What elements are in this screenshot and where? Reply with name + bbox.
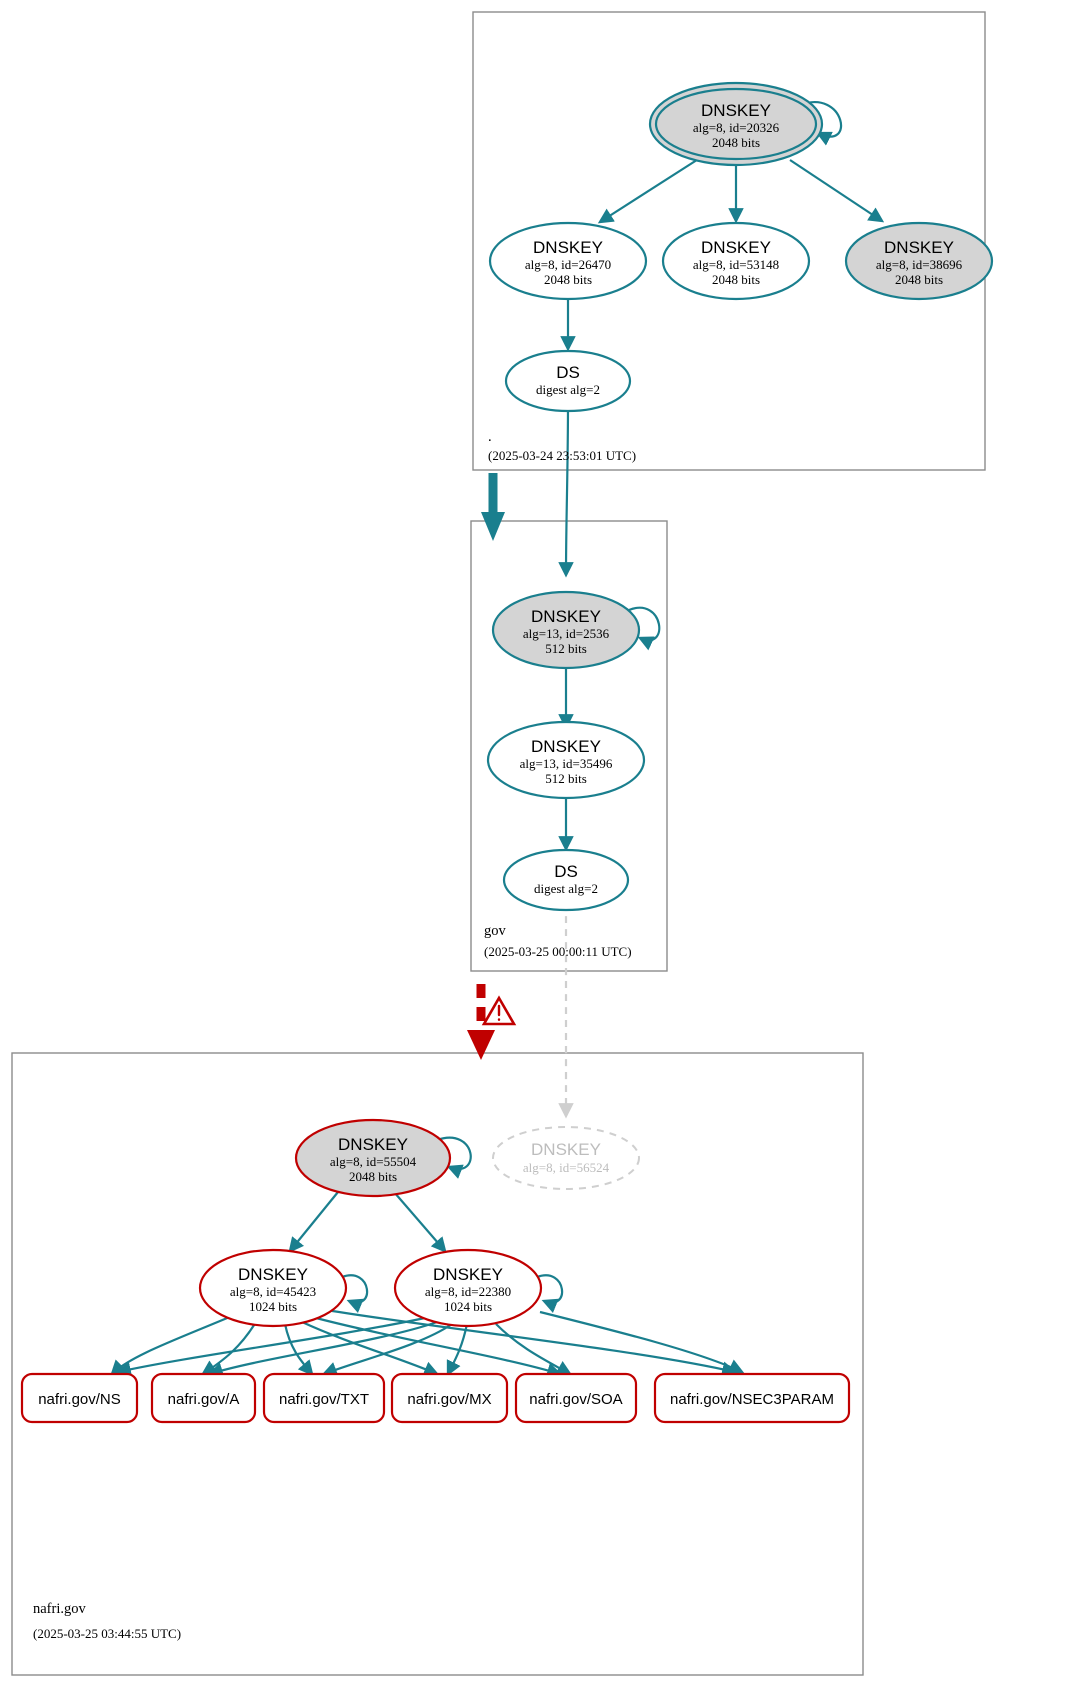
rrset-label: nafri.gov/SOA: [529, 1391, 622, 1408]
node-root-zsk-53148[interactable]: DNSKEY alg=8, id=53148 2048 bits: [661, 221, 811, 301]
node-gov-ksk-2536[interactable]: DNSKEY alg=13, id=2536 512 bits: [491, 590, 641, 670]
rrset-nafri-gov-ns[interactable]: nafri.gov/NS: [20, 1372, 139, 1424]
nafri-edges: [110, 1136, 745, 1378]
zone-timestamp-nafri: (2025-03-25 03:44:55 UTC): [33, 1626, 181, 1641]
zone-label-gov: gov: [484, 923, 507, 939]
rrset-label: nafri.gov/NS: [38, 1391, 121, 1408]
node-type-label: DS: [554, 862, 578, 881]
node-root-ds[interactable]: DS digest alg=2: [504, 349, 632, 413]
zone-box-nafri: [11, 1052, 864, 1676]
zone-label-nafri: nafri.gov: [33, 1601, 86, 1617]
node-alg-id-label: alg=8, id=45423: [230, 1284, 316, 1299]
node-digest-label: digest alg=2: [534, 881, 598, 896]
node-root-zsk-26470[interactable]: DNSKEY alg=8, id=26470 2048 bits: [488, 221, 648, 301]
node-type-label: DS: [556, 363, 580, 382]
node-type-label: DNSKEY: [884, 238, 954, 257]
root-edges: [558, 101, 885, 578]
node-type-label: DNSKEY: [701, 101, 771, 120]
node-alg-id-label: alg=8, id=20326: [693, 120, 780, 135]
node-alg-id-label: alg=13, id=35496: [520, 756, 613, 771]
zone-box-root: [472, 11, 986, 471]
node-bits-label: 2048 bits: [544, 272, 592, 287]
node-alg-id-label: alg=13, id=2536: [523, 626, 610, 641]
node-alg-id-label: alg=8, id=38696: [876, 257, 963, 272]
delegation-root-to-gov: [481, 473, 505, 541]
node-alg-id-label: alg=8, id=22380: [425, 1284, 511, 1299]
rrset-nafri-gov-soa[interactable]: nafri.gov/SOA: [514, 1372, 638, 1424]
rrset-label: nafri.gov/TXT: [279, 1391, 369, 1408]
node-gov-zsk-35496[interactable]: DNSKEY alg=13, id=35496 512 bits: [486, 720, 646, 800]
node-type-label: DNSKEY: [433, 1265, 503, 1284]
node-bits-label: 2048 bits: [712, 272, 760, 287]
zone-timestamp-gov: (2025-03-25 00:00:11 UTC): [484, 944, 632, 959]
zone-label-root: .: [488, 429, 492, 445]
node-alg-id-label: alg=8, id=26470: [525, 257, 611, 272]
rrset-nafri-gov-a[interactable]: nafri.gov/A: [150, 1372, 257, 1424]
node-nafri-ksk-55504[interactable]: DNSKEY alg=8, id=55504 2048 bits: [294, 1118, 452, 1198]
node-bits-label: 2048 bits: [895, 272, 943, 287]
rrset-label: nafri.gov/NSEC3PARAM: [670, 1391, 834, 1408]
rrset-nafri-gov-txt[interactable]: nafri.gov/TXT: [262, 1372, 386, 1424]
zone-box-gov: [470, 520, 668, 972]
delegation-gov-to-nafri: [467, 984, 495, 1060]
node-type-label: DNSKEY: [701, 238, 771, 257]
node-bits-label: 2048 bits: [349, 1169, 397, 1184]
rrset-nafri-gov-nsec3param[interactable]: nafri.gov/NSEC3PARAM: [653, 1372, 851, 1424]
node-type-label: DNSKEY: [531, 1140, 601, 1159]
node-bits-label: 512 bits: [545, 641, 587, 656]
node-nafri-dnskey-56524-insecure[interactable]: DNSKEY alg=8, id=56524: [492, 1126, 640, 1190]
warning-triangle-icon: [481, 995, 517, 1026]
node-bits-label: 1024 bits: [249, 1299, 297, 1314]
node-type-label: DNSKEY: [238, 1265, 308, 1284]
node-gov-ds[interactable]: DS digest alg=2: [502, 848, 630, 912]
node-bits-label: 1024 bits: [444, 1299, 492, 1314]
rrset-label: nafri.gov/A: [168, 1391, 240, 1408]
node-type-label: DNSKEY: [531, 737, 601, 756]
node-root-zsk-38696[interactable]: DNSKEY alg=8, id=38696 2048 bits: [844, 221, 994, 301]
node-type-label: DNSKEY: [533, 238, 603, 257]
node-bits-label: 2048 bits: [712, 135, 760, 150]
node-alg-id-label: alg=8, id=56524: [523, 1160, 610, 1175]
node-nafri-zsk-22380[interactable]: DNSKEY alg=8, id=22380 1024 bits: [393, 1248, 543, 1328]
node-nafri-zsk-45423[interactable]: DNSKEY alg=8, id=45423 1024 bits: [198, 1248, 348, 1328]
node-bits-label: 512 bits: [545, 771, 587, 786]
node-type-label: DNSKEY: [338, 1135, 408, 1154]
rrset-label: nafri.gov/MX: [407, 1391, 491, 1408]
zone-timestamp-root: (2025-03-24 23:53:01 UTC): [488, 448, 636, 463]
node-alg-id-label: alg=8, id=53148: [693, 257, 779, 272]
gov-edges: [558, 606, 661, 1119]
node-root-ksk-20326[interactable]: DNSKEY alg=8, id=20326 2048 bits: [648, 81, 824, 167]
node-digest-label: digest alg=2: [536, 382, 600, 397]
rrset-nafri-gov-mx[interactable]: nafri.gov/MX: [390, 1372, 509, 1424]
node-type-label: DNSKEY: [531, 607, 601, 626]
node-alg-id-label: alg=8, id=55504: [330, 1154, 417, 1169]
